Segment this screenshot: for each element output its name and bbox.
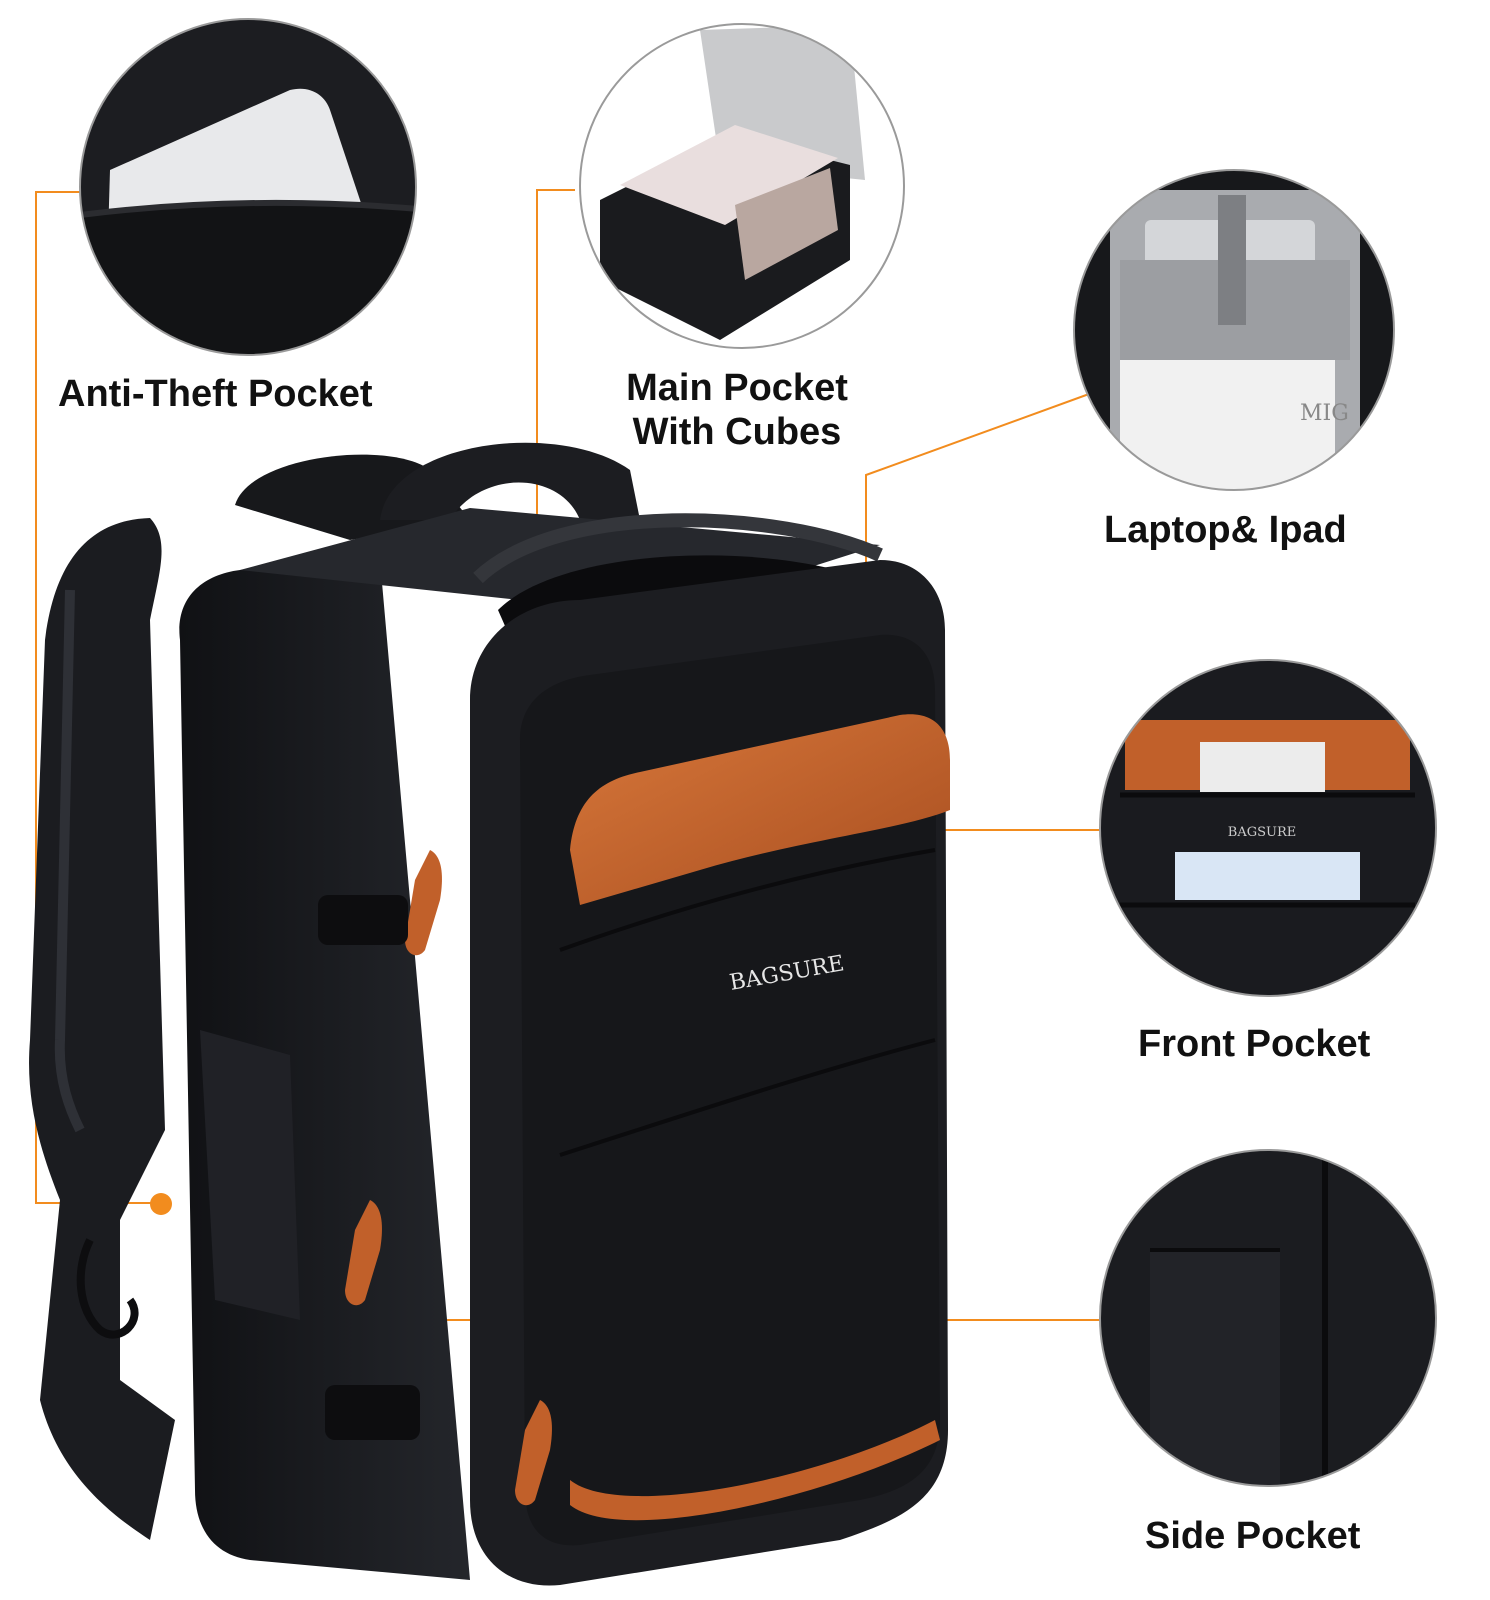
inset-brand-logo: BAGSURE	[1228, 825, 1296, 840]
label-anti-theft-pocket: Anti-Theft Pocket	[58, 373, 373, 415]
inset-front-pocket: BAGSURE	[1099, 659, 1437, 997]
inset-side-pocket	[1099, 1149, 1437, 1487]
label-main-pocket: Main Pocket With Cubes	[612, 366, 862, 454]
label-front-pocket: Front Pocket	[1138, 1023, 1371, 1065]
inset-main-pocket	[579, 23, 905, 349]
label-side-pocket: Side Pocket	[1145, 1515, 1361, 1557]
anti-theft-dot	[150, 1193, 172, 1215]
inset-anti-theft	[79, 18, 417, 356]
book-text: MIG	[1300, 401, 1349, 426]
label-main-pocket-line2: With Cubes	[632, 411, 842, 453]
inset-laptop: MIG	[1073, 169, 1395, 491]
label-main-pocket-line1: Main Pocket	[626, 367, 848, 409]
backpack	[29, 442, 950, 1586]
label-laptop-ipad: Laptop& Ipad	[1104, 509, 1347, 551]
